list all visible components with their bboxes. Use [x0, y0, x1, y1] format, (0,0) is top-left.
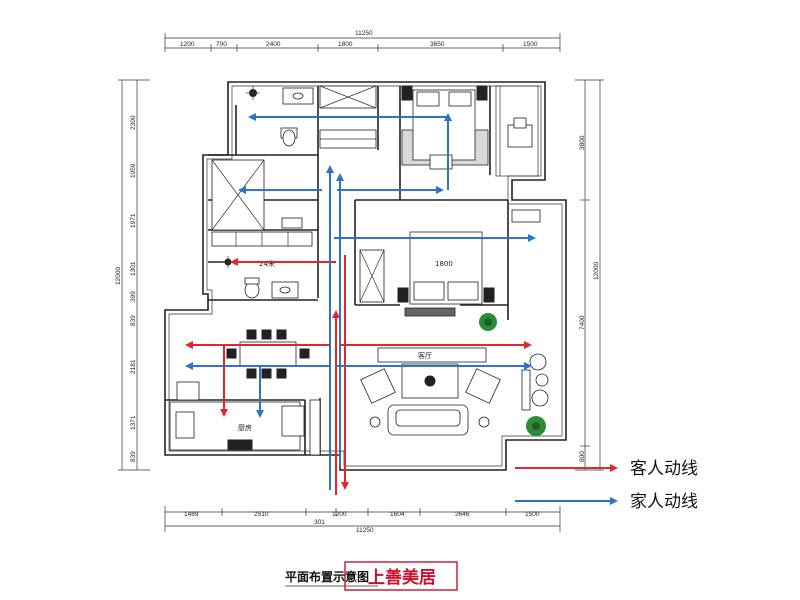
master-bedroom [401, 85, 533, 170]
right-seg-3: 800 [579, 451, 586, 462]
top-seg-3: 2400 [266, 41, 281, 48]
kitchen: 厨房 [169, 399, 321, 456]
top-seg-1: 1200 [180, 41, 195, 48]
bottom-seg-2: 2510 [254, 511, 269, 518]
left-seg-1: 2300 [130, 115, 137, 130]
guest-bath: 24米 [222, 256, 299, 299]
bottom-sub-dim: 301 [314, 519, 325, 526]
right-seg-2: 7400 [579, 315, 586, 330]
left-seg-6: 839 [130, 315, 137, 326]
bed-size-label: 1800 [435, 260, 453, 268]
top-seg-4: 1800 [338, 41, 353, 48]
left-seg-5: 399 [130, 291, 137, 302]
kitchen-label: 厨房 [238, 423, 252, 432]
top-total-dim: 11250 [355, 30, 373, 37]
right-dimension: 3800 7400 800 12000 [575, 79, 604, 471]
plan-title: 平面布置示意图 [285, 569, 369, 584]
bottom-seg-3: 1200 [332, 511, 347, 518]
bottom-total-dim: 11250 [356, 527, 374, 534]
left-seg-8: 1371 [130, 415, 137, 430]
family-circulation [185, 113, 536, 490]
bottom-seg-6: 1500 [525, 511, 540, 518]
left-dimension: 12000 2300 1059 1971 1301 399 839 2181 1… [115, 79, 150, 471]
bottom-seg-4: 1604 [390, 511, 405, 518]
master-bath [246, 85, 377, 149]
top-seg-6: 1500 [523, 41, 538, 48]
third-bedroom: 1800 [359, 209, 541, 331]
bottom-dimension: 1489 2510 1200 1604 2646 1500 301 11250 [164, 506, 561, 534]
living-room: 客厅 [360, 347, 549, 436]
legend: 客人动线 家人动线 [515, 459, 698, 512]
right-seg-1: 3800 [579, 135, 586, 150]
bottom-seg-1: 1489 [184, 511, 199, 518]
top-seg-2: 700 [216, 41, 227, 48]
right-total-dim: 12000 [593, 262, 600, 280]
stamp-text: 上善美居 [368, 567, 436, 588]
bath-label: 24米 [259, 259, 275, 268]
second-bedroom [211, 159, 313, 247]
legend-guest-label: 客人动线 [630, 459, 698, 479]
bottom-seg-5: 2646 [455, 511, 470, 518]
stamp-box [344, 561, 458, 591]
living-room-label: 客厅 [418, 351, 432, 360]
left-seg-4: 1301 [130, 261, 137, 276]
top-seg-5: 3650 [430, 41, 445, 48]
left-seg-9: 839 [130, 451, 137, 462]
legend-family-label: 家人动线 [630, 492, 698, 512]
left-total-dim: 12000 [115, 267, 122, 285]
left-seg-7: 2181 [130, 359, 137, 374]
left-seg-2: 1059 [130, 163, 137, 178]
title-block: 平面布置示意图 上善美居 [285, 561, 458, 591]
top-dimension: 11250 1200 700 2400 1800 3650 1500 [164, 30, 561, 52]
left-seg-3: 1971 [130, 213, 137, 228]
guest-circulation [185, 255, 532, 495]
